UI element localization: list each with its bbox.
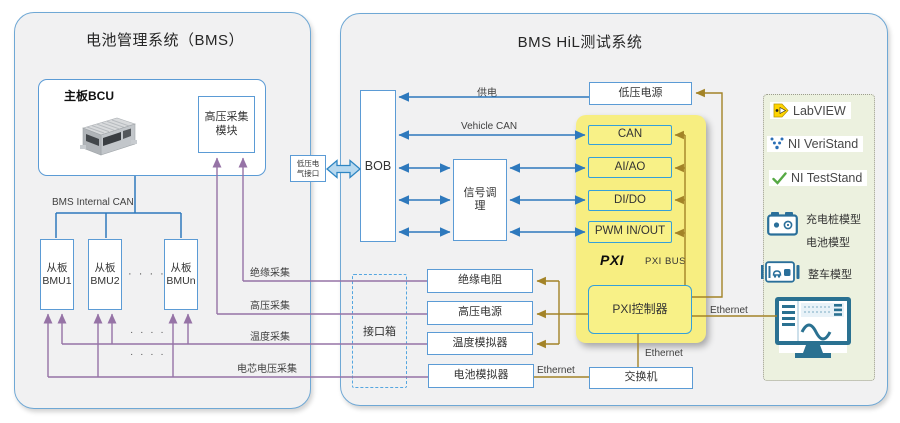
veristand-icon (770, 137, 784, 150)
temperature-simulator-box: 温度模拟器 (427, 332, 533, 355)
ethernet-down-label: Ethernet (645, 348, 683, 359)
vehicle-model-icon (761, 261, 800, 283)
teststand-label: NI TestStand (791, 171, 863, 185)
vehicle-can-line-label: Vehicle CAN (461, 121, 518, 132)
bob-box: BOB (360, 90, 396, 242)
switch-box: 交换机 (589, 367, 693, 389)
internal-can-label: BMS Internal CAN (52, 197, 134, 208)
battery-simulator-box: 电池模拟器 (428, 364, 534, 388)
battery-model-label: 电池模型 (806, 237, 850, 249)
pxi-logo: PXI (600, 252, 625, 268)
labview-icon (773, 103, 789, 118)
pwm-card-box: PWM IN/OUT (588, 221, 672, 243)
insulation-line-label: 绝缘采集 (250, 268, 290, 279)
veristand-label: NI VeriStand (788, 137, 859, 151)
temp-line-ellipsis: · · · · (130, 327, 166, 338)
teststand-chip: NI TestStand (769, 170, 868, 186)
power-line-label: 供电 (477, 88, 497, 99)
labview-label: LabVIEW (793, 103, 846, 118)
aiao-card-box: AI/AO (588, 157, 672, 178)
host-pc-icon (775, 297, 851, 358)
teststand-icon (772, 171, 787, 185)
cellv-line-ellipsis: · · · · (130, 349, 166, 360)
dido-card-box: DI/DO (588, 190, 672, 211)
vehicle-model-label: 整车模型 (808, 269, 852, 281)
lv-power-box: 低压电源 (589, 82, 692, 105)
temperature-line-label: 温度采集 (250, 332, 290, 343)
labview-chip: LabVIEW (770, 102, 851, 119)
battery-model-icon (767, 212, 798, 236)
charger-model-label: 充电桩模型 (806, 214, 861, 226)
veristand-chip: NI VeriStand (767, 136, 864, 152)
hv-line-label: 高压采集 (250, 301, 290, 312)
cell-voltage-line-label: 电芯电压采集 (237, 364, 297, 375)
pxi-bus-label: PXI BUS (645, 256, 686, 267)
hv-acquisition-module-box: 高压采集 模块 (198, 96, 255, 153)
bms-panel-title: 电池管理系统（BMS） (85, 32, 244, 49)
insulation-resistance-box: 绝缘电阻 (427, 269, 533, 293)
bcu-label: 主板BCU (64, 89, 114, 103)
pxi-controller-box: PXI控制器 (588, 285, 692, 334)
bmu-ellipsis: · · · · (128, 268, 166, 280)
ethernet-right-label: Ethernet (710, 305, 748, 316)
can-card-box: CAN (588, 125, 672, 145)
bcu-device-image (80, 117, 137, 156)
ethernet-switch-label: Ethernet (537, 365, 575, 376)
bms-panel (14, 12, 311, 409)
hil-panel-title: BMS HiL测试系统 (517, 34, 643, 51)
signal-conditioning-box: 信号调理 (453, 159, 507, 241)
hv-power-supply-box: 高压电源 (427, 301, 533, 325)
lv-electrical-interface-box: 低压电气接口 (290, 155, 326, 182)
interface-junction-box: 接口箱 (352, 274, 407, 388)
